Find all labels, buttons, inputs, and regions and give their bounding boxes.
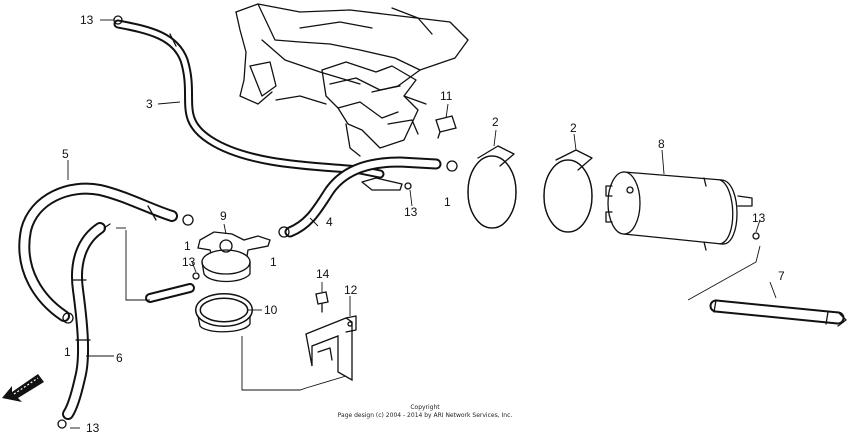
connector-pipe xyxy=(145,283,195,303)
label-1-left-of-9: 1 xyxy=(184,239,191,253)
label-13-left-of-9: 13 xyxy=(182,255,196,269)
label-8: 8 xyxy=(658,137,665,151)
hose-5 xyxy=(18,182,178,322)
label-4: 4 xyxy=(326,215,333,229)
label-7: 7 xyxy=(778,269,785,283)
hose-clips xyxy=(57,15,760,429)
front-arrow-icon xyxy=(2,374,44,402)
label-6: 6 xyxy=(116,351,123,365)
bracket-part-12 xyxy=(305,315,357,382)
copyright-notice: Page design (c) 2004 - 2014 by ARI Netwo… xyxy=(337,412,513,419)
label-14: 14 xyxy=(316,267,330,281)
label-2-right: 2 xyxy=(570,121,577,135)
copyright-title: Copyright xyxy=(410,404,440,411)
hose-3 xyxy=(113,19,385,179)
label-12: 12 xyxy=(344,283,358,297)
part-labels: 13 3 5 11 2 2 8 1 13 4 9 1 1 13 13 7 14 … xyxy=(62,13,785,435)
label-3: 3 xyxy=(146,97,153,111)
label-5: 5 xyxy=(62,147,69,161)
hose-4 xyxy=(284,156,442,238)
clamp-band-2a xyxy=(467,145,517,229)
label-1-right-of-9: 1 xyxy=(270,255,277,269)
label-1-near-clamp: 1 xyxy=(444,195,451,209)
hose-7 xyxy=(709,299,847,327)
label-11: 11 xyxy=(440,89,453,103)
cap-part-11 xyxy=(435,115,457,139)
hose-6 xyxy=(62,222,111,420)
label-2-left: 2 xyxy=(492,115,499,129)
label-13-bottom: 13 xyxy=(86,421,100,435)
label-1-lower-left: 1 xyxy=(64,345,71,359)
clamp-ring-part-10 xyxy=(195,293,253,333)
engine-body-outline xyxy=(235,3,469,105)
valve-part-9 xyxy=(197,231,271,283)
label-13-top-left: 13 xyxy=(80,13,94,27)
bolt-part-14 xyxy=(315,291,329,313)
leader-lines xyxy=(67,19,777,429)
clamp-band-2b xyxy=(543,149,593,233)
label-10: 10 xyxy=(264,303,278,317)
mounting-bracket xyxy=(321,61,427,157)
label-9: 9 xyxy=(220,209,227,223)
label-13-right: 13 xyxy=(752,211,766,225)
label-13-middle: 13 xyxy=(404,205,418,219)
canister-part-8 xyxy=(605,171,753,251)
